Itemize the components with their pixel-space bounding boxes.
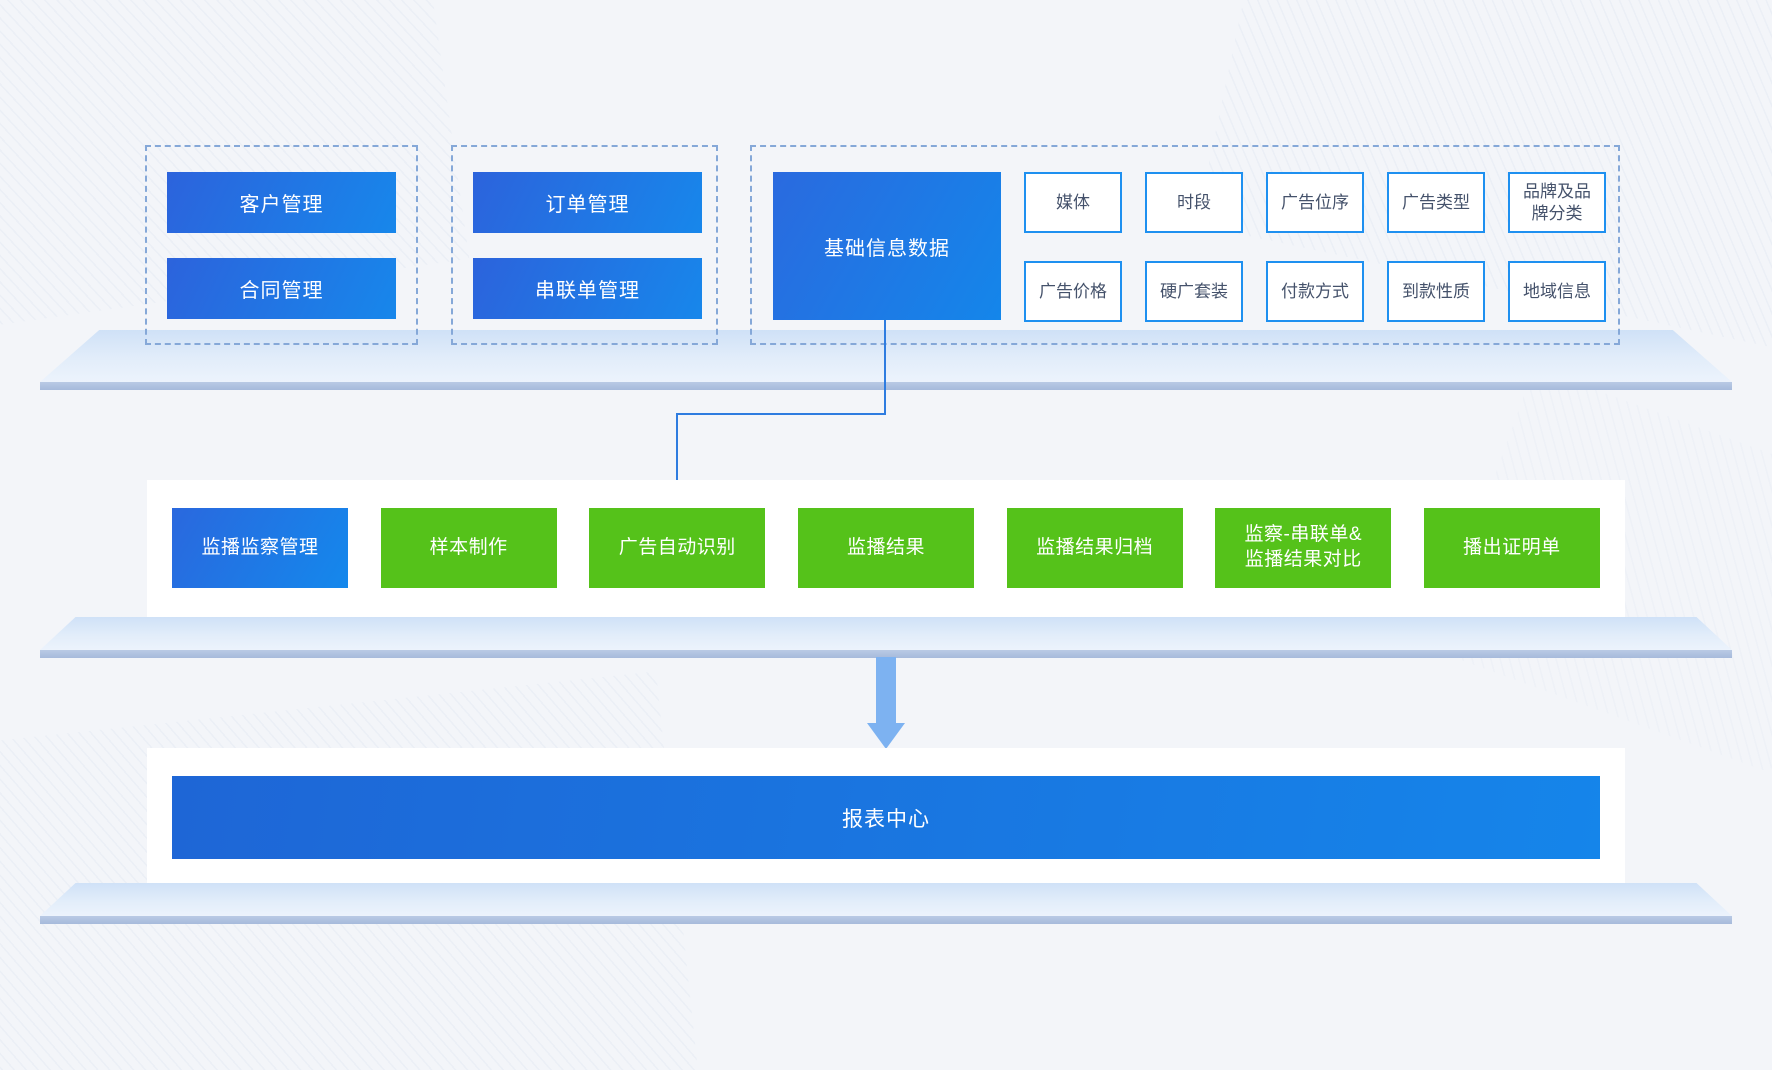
module-report-center: 报表中心 — [172, 776, 1600, 859]
cell-payment-nature: 到款性质 — [1387, 261, 1485, 322]
connector-line-horizontal — [676, 413, 886, 415]
monitoring-modules-row: 监播监察管理 样本制作 广告自动识别 监播结果 监播结果归档 监察-串联单& 监… — [172, 508, 1600, 588]
platform-edge — [40, 916, 1732, 924]
platform-top-shelf — [40, 330, 1732, 390]
module-base-info-data: 基础信息数据 — [773, 172, 1001, 320]
group-customer-management: 客户管理 合同管理 — [145, 145, 418, 345]
middle-tier-card: 监播监察管理 样本制作 广告自动识别 监播结果 监播结果归档 监察-串联单& 监… — [147, 480, 1625, 617]
connector-line-vertical-1 — [884, 320, 886, 415]
base-info-row-1: 媒体 时段 广告位序 广告类型 品牌及品 牌分类 — [1024, 172, 1606, 233]
module-ad-auto-recognition: 广告自动识别 — [589, 508, 766, 588]
module-customer-management: 客户管理 — [167, 172, 396, 233]
module-results-archive: 监播结果归档 — [1006, 508, 1183, 588]
group-base-info-data: 基础信息数据 媒体 时段 广告位序 广告类型 品牌及品 牌分类 广告价格 硬广套… — [750, 145, 1620, 345]
platform-surface — [40, 617, 1732, 650]
base-info-row-2: 广告价格 硬广套装 付款方式 到款性质 地域信息 — [1024, 261, 1606, 322]
connector-line-vertical-2 — [676, 413, 678, 497]
base-info-grid: 媒体 时段 广告位序 广告类型 品牌及品 牌分类 广告价格 硬广套装 付款方式 … — [1024, 172, 1606, 322]
cell-region-info: 地域信息 — [1508, 261, 1606, 322]
cell-ad-price: 广告价格 — [1024, 261, 1122, 322]
module-serial-order-result-compare: 监察-串联单& 监播结果对比 — [1215, 508, 1392, 588]
cell-ad-position: 广告位序 — [1266, 172, 1364, 233]
module-broadcast-certificate: 播出证明单 — [1423, 508, 1600, 588]
module-sample-production: 样本制作 — [380, 508, 557, 588]
platform-surface — [40, 330, 1732, 382]
module-contract-management: 合同管理 — [167, 258, 396, 319]
cell-hard-ad-package: 硬广套装 — [1145, 261, 1243, 322]
module-monitoring-results: 监播结果 — [797, 508, 974, 588]
group-order-management: 订单管理 串联单管理 — [451, 145, 718, 345]
cell-payment-method: 付款方式 — [1266, 261, 1364, 322]
bottom-tier-card: 报表中心 — [147, 748, 1625, 883]
platform-bottom-shelf — [40, 883, 1732, 924]
flow-arrow-head-icon — [867, 723, 905, 749]
cell-ad-type: 广告类型 — [1387, 172, 1485, 233]
platform-surface — [40, 883, 1732, 916]
module-order-management: 订单管理 — [473, 172, 702, 233]
platform-middle-shelf — [40, 617, 1732, 658]
flow-arrow-shaft — [876, 657, 896, 724]
module-serial-order-management: 串联单管理 — [473, 258, 702, 319]
cell-media: 媒体 — [1024, 172, 1122, 233]
module-broadcast-monitoring-management: 监播监察管理 — [172, 508, 348, 588]
cell-time-slot: 时段 — [1145, 172, 1243, 233]
platform-edge — [40, 650, 1732, 658]
platform-edge — [40, 382, 1732, 390]
cell-brand-category: 品牌及品 牌分类 — [1508, 172, 1606, 233]
